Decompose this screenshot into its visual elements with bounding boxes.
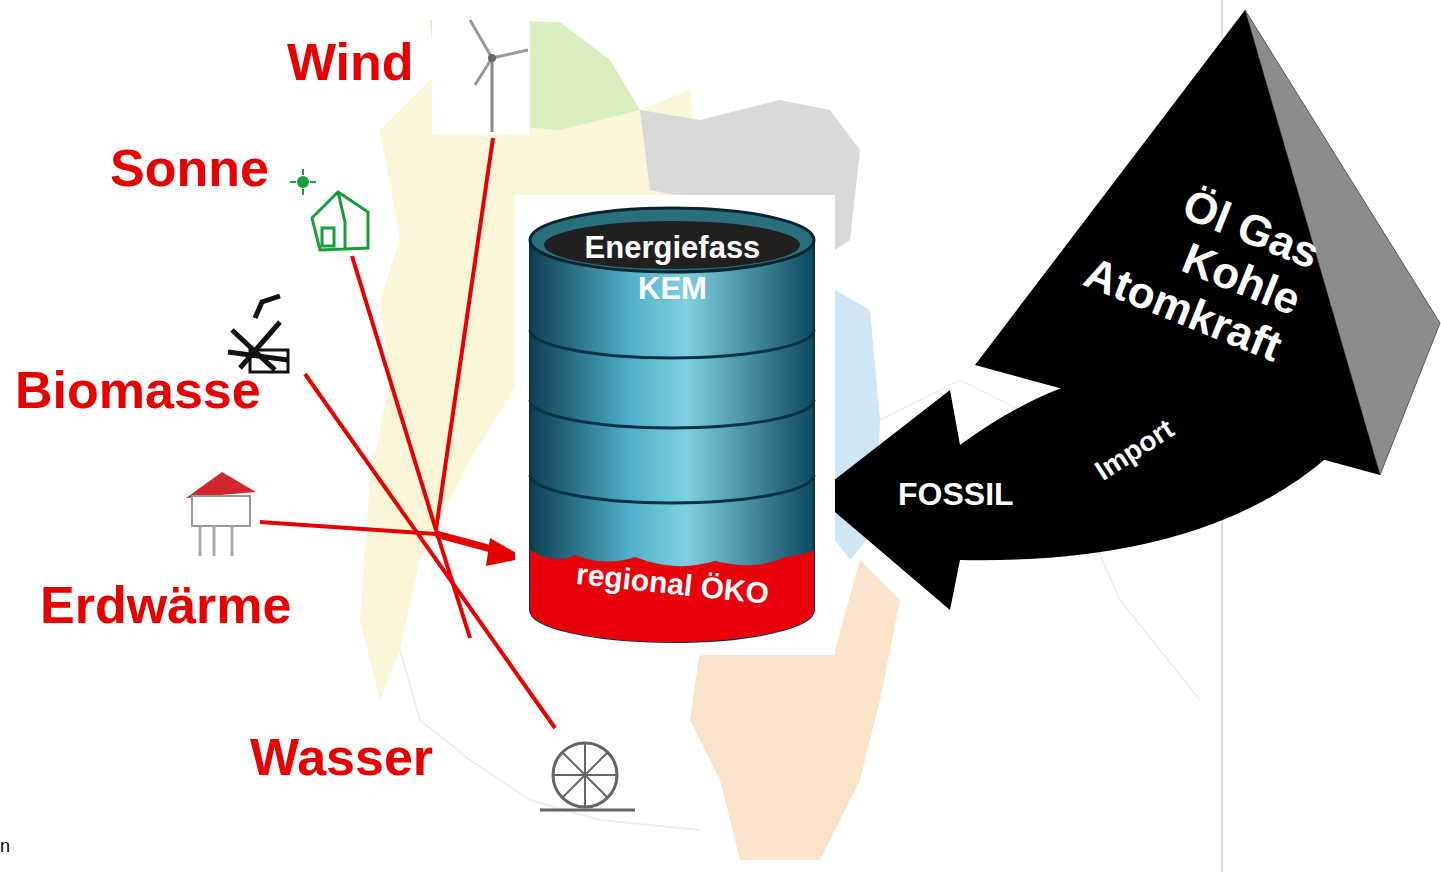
- barrel-red-band: [530, 550, 814, 642]
- arrow-label: FOSSIL: [898, 476, 1014, 512]
- icon-ground: [432, 15, 530, 135]
- energy-feed-lines: [260, 138, 555, 728]
- geothermal-icon: [192, 496, 250, 526]
- stray-text: n: [0, 836, 10, 857]
- water-wheel-icon: [540, 809, 635, 812]
- house-icon: [312, 192, 368, 250]
- feed-line: [260, 522, 436, 534]
- energy-source-label: Wasser: [250, 731, 433, 783]
- geothermal-icon: [186, 472, 256, 498]
- barrel-red-band: [530, 550, 814, 642]
- energy-source-label: Erdwärme: [40, 579, 291, 631]
- wind-turbine-icon: [488, 54, 496, 62]
- wind-turbine-icon: [470, 20, 528, 85]
- water-wheel-icon: [553, 743, 617, 807]
- sun-icon: [297, 176, 309, 188]
- feed-line: [436, 534, 495, 550]
- feed-line: [436, 138, 493, 530]
- map-border: [400, 650, 700, 830]
- energy-source-label: Biomasse: [15, 364, 261, 416]
- feed-line: [436, 530, 470, 638]
- energy-source-label: Sonne: [110, 142, 269, 194]
- barrel-hoop: [530, 330, 814, 358]
- energy-barrel: Energiefass KEMregional ÖKO: [515, 195, 835, 655]
- energy-source-label: Wind: [287, 36, 414, 88]
- geothermal-icon: [200, 526, 232, 556]
- barrel-hoop: [530, 400, 814, 428]
- wind-turbine-icon: [491, 60, 494, 132]
- water-wheel-icon: [553, 743, 617, 807]
- barrel-title: Energiefass KEM: [550, 227, 795, 309]
- barrel-hoop: [530, 475, 814, 503]
- biomass-icon: [228, 296, 288, 370]
- sun-icon: [290, 169, 316, 195]
- pyramid-front: [975, 10, 1380, 475]
- barrel-ground: [515, 195, 835, 655]
- feed-line: [352, 256, 436, 530]
- fossil-pyramid: Öl Gas Kohle Atomkraft: [970, 5, 1441, 480]
